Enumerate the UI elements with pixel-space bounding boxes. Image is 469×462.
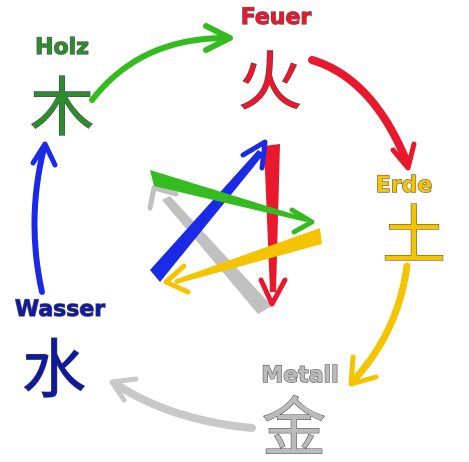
water-glyph: 水 [22, 334, 86, 408]
earth-glyph: 土 [382, 200, 446, 274]
arrow-water-to-fire [150, 139, 268, 282]
element-name-water: Wasser [15, 297, 105, 322]
arrow-fire-to-metal [258, 144, 288, 307]
fire-glyph: 火 [238, 46, 302, 120]
element-name-fire: Feuer [241, 5, 312, 30]
arrow-earth-to-metal [348, 262, 411, 387]
arrow-fire-to-earth [308, 56, 417, 171]
arrow-earth-to-water [163, 228, 322, 295]
arrow-metal-to-water [109, 376, 256, 432]
element-name-earth: Erde [376, 173, 433, 198]
arrow-metal-to-wood [147, 185, 272, 314]
arrow-wood-to-fire [89, 23, 233, 103]
wood-glyph: 木 [30, 72, 94, 146]
arrow-wood-to-earth [150, 170, 315, 235]
arrow-water-to-wood [30, 141, 58, 295]
element-name-wood: Holz [35, 35, 89, 60]
metal-glyph: 金 [262, 392, 326, 462]
element-name-metal: Metall [261, 363, 338, 388]
